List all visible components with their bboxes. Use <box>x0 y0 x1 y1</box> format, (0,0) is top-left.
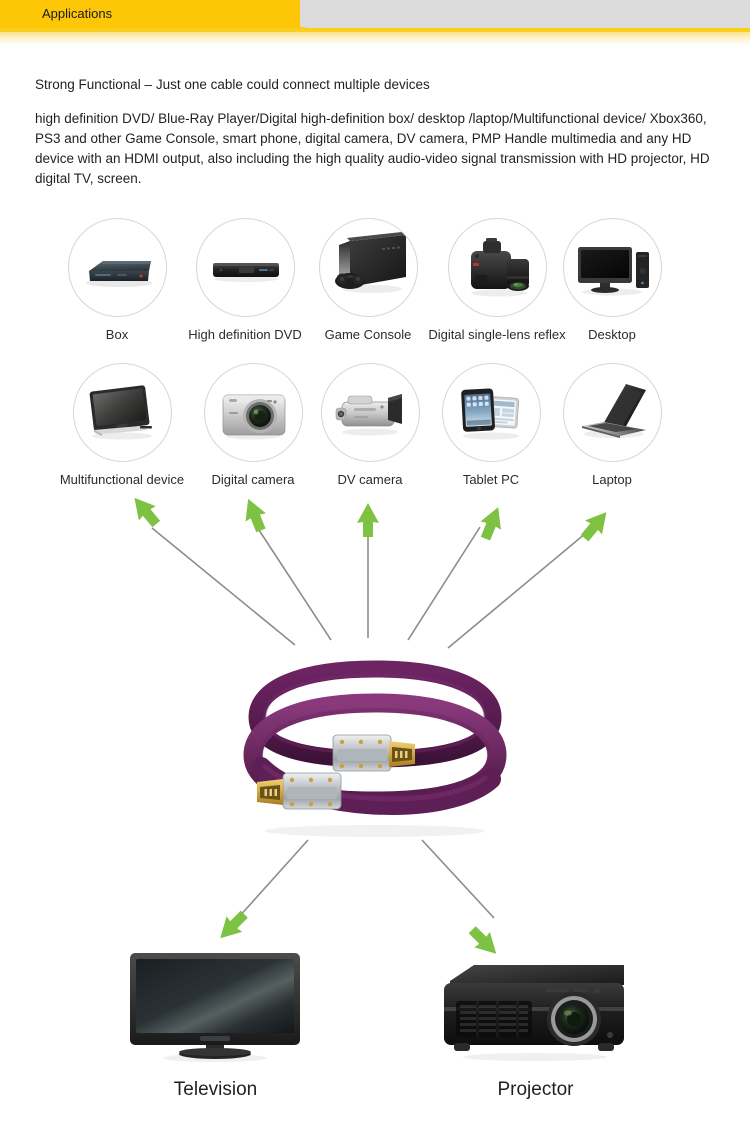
arrow-up-5 <box>580 512 607 542</box>
output-projector[interactable]: Projector <box>428 945 643 1102</box>
desktop-computer-icon <box>577 247 649 296</box>
device-circle <box>203 363 303 462</box>
dvd-player-icon <box>212 263 279 282</box>
vent-grille <box>456 1001 532 1037</box>
device-item-game-console[interactable]: Game Console <box>293 218 443 342</box>
hdmi-cable-image <box>225 655 525 840</box>
gamepad-icon <box>334 273 365 289</box>
device-item-tablet[interactable]: Tablet PC <box>416 363 566 487</box>
device-circle <box>195 218 295 317</box>
output-label: Television <box>173 1079 258 1100</box>
compact-camera-icon <box>222 394 285 440</box>
device-item-dv-camera[interactable]: DV camera <box>295 363 445 487</box>
connector-line-6 <box>237 839 309 919</box>
device-circle <box>67 218 167 317</box>
arrow-down-left <box>220 910 248 939</box>
device-label: Tablet PC <box>462 472 520 487</box>
device-item-box[interactable]: Box <box>42 218 192 342</box>
device-label: Box <box>105 327 129 342</box>
connector-line-4 <box>407 526 481 641</box>
television-icon <box>130 953 300 1062</box>
device-label: DV camera <box>337 472 403 487</box>
page-title: Applications <box>42 6 113 21</box>
header-rule <box>0 28 750 32</box>
device-circle <box>441 363 541 462</box>
device-circle <box>562 218 662 317</box>
intro-lead: Strong Functional – Just one cable could… <box>35 77 430 92</box>
device-item-multifunctional[interactable]: Multifunctional device <box>47 363 197 487</box>
device-row-1: Box High de <box>0 218 750 363</box>
device-circle <box>72 363 172 462</box>
device-grid: Box High de <box>0 218 750 508</box>
header-fade-strip <box>0 32 750 46</box>
connector-line-5 <box>447 527 593 649</box>
intro-text-block: Strong Functional – Just one cable could… <box>35 76 721 189</box>
output-television[interactable]: Television <box>118 945 313 1102</box>
game-console-icon <box>334 232 406 293</box>
device-label: Digital camera <box>211 472 295 487</box>
camcorder-icon <box>335 394 402 436</box>
device-circle <box>320 363 420 462</box>
device-label: Multifunctional device <box>59 472 185 487</box>
connector-line-1 <box>151 527 296 646</box>
device-item-dslr[interactable]: Digital single-lens reflex <box>422 218 572 342</box>
laptop-icon <box>581 384 646 438</box>
device-item-hd-dvd[interactable]: High definition DVD <box>170 218 320 342</box>
device-circle <box>447 218 547 317</box>
header-curve-shape <box>230 0 310 28</box>
tablet-icon <box>460 388 519 440</box>
device-row-2: Multifunctional device <box>0 363 750 508</box>
all-in-one-pc-icon <box>89 385 152 440</box>
device-label: Digital single-lens reflex <box>428 327 566 342</box>
arrow-up-4 <box>480 507 501 541</box>
device-label: Game Console <box>324 327 412 342</box>
connector-line-2 <box>256 526 332 641</box>
device-label: High definition DVD <box>188 327 302 342</box>
connector-line-7 <box>421 839 495 919</box>
device-item-laptop[interactable]: Laptop <box>537 363 687 487</box>
device-item-desktop[interactable]: Desktop <box>537 218 687 342</box>
device-circle <box>318 218 418 317</box>
intro-body: high definition DVD/ Blue-Ray Player/Dig… <box>35 111 710 186</box>
flat-hdmi-cable-icon <box>243 660 507 837</box>
dslr-camera-icon <box>470 238 529 297</box>
page-header: Applications <box>0 0 750 46</box>
device-label: Desktop <box>588 327 636 342</box>
hdmi-connector-lower <box>257 772 342 810</box>
output-label: Projector <box>497 1079 574 1100</box>
projector-icon <box>444 965 624 1061</box>
arrow-up-3 <box>357 503 379 537</box>
device-label: Laptop <box>592 472 632 487</box>
device-item-digital-camera[interactable]: Digital camera <box>178 363 328 487</box>
set-top-box-icon <box>85 261 152 287</box>
hdmi-connector-upper <box>332 734 415 772</box>
device-circle <box>562 363 662 462</box>
